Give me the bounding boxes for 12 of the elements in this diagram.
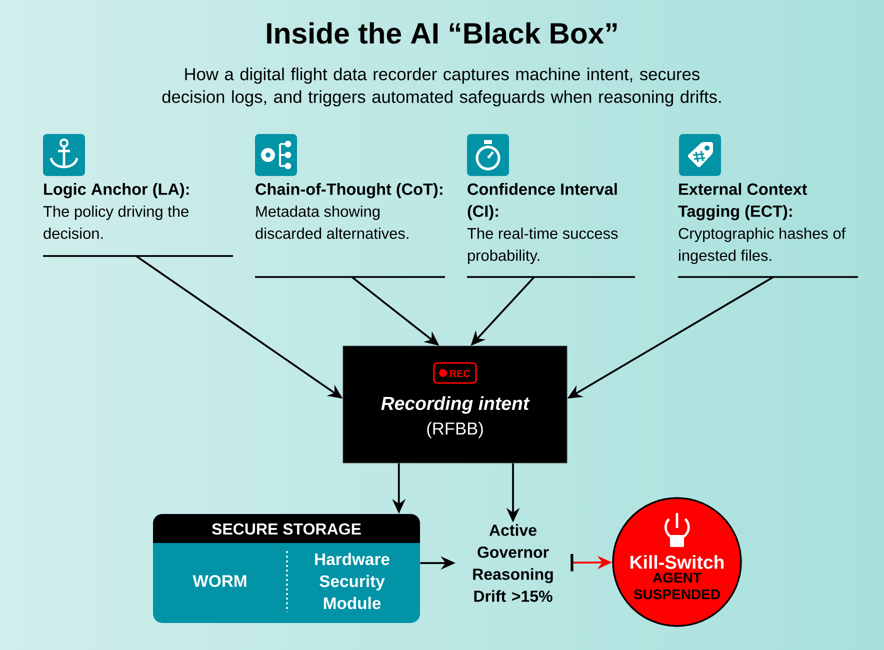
title: Inside the AI “Black Box” xyxy=(267,22,617,44)
underlined-text: Logic Anchor (LA): The policy driving the decision. xyxy=(43,183,233,257)
underlined-text: Confidence Interval (CI): The real-time success probability. xyxy=(467,183,635,278)
panel-text: Hardware Security Module xyxy=(315,552,390,610)
panel-text: WORM xyxy=(192,575,246,587)
governor-text: Active Governor Reasoning Drift >15% xyxy=(473,524,553,602)
subtitle: How a digital flight data recorder captures machine intent, secures decision logs, and triggers automated safeguards when reasoning drifts. xyxy=(162,68,721,106)
box-title: Recording intent xyxy=(381,396,530,414)
box-subtitle: (RFBB) xyxy=(427,422,483,438)
rec-badge: REC xyxy=(433,362,477,384)
underlined-text: Chain-of-Thought (CoT): Metadata showing discarded alternatives. xyxy=(255,183,445,278)
underlined-text: External Context Tagging (ECT): Cryptographic hashes of ingested files. xyxy=(678,183,858,278)
